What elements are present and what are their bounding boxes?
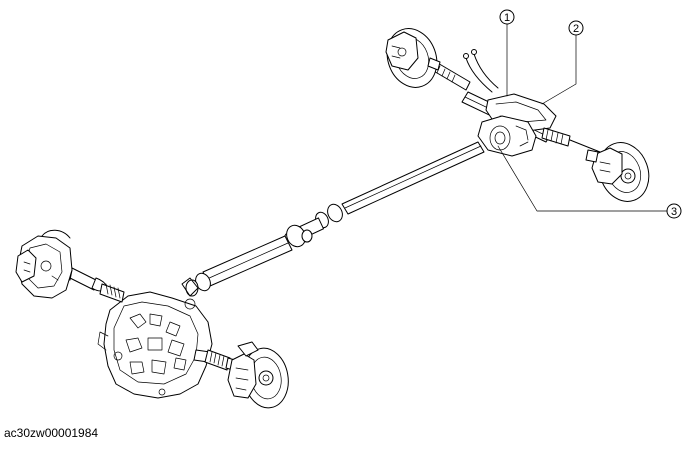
callout-1-label: 1 <box>504 12 510 24</box>
rear-right-hub-assembly <box>227 341 289 409</box>
front-universal-joint <box>181 272 211 297</box>
callout-2: 2 <box>541 20 584 105</box>
callout-1: 1 <box>499 9 515 97</box>
figure-code: ac30zw00001984 <box>4 426 99 440</box>
callout-3-label: 3 <box>671 206 677 218</box>
front-left-hub-assembly <box>385 28 441 88</box>
rear-left-hub-assembly <box>15 229 73 299</box>
differential-housing <box>97 291 213 399</box>
propeller-shaft <box>181 141 485 297</box>
front-unit <box>431 49 601 157</box>
center-bearing <box>279 203 343 249</box>
callout-2-label: 2 <box>573 23 579 35</box>
front-right-hub-assembly <box>585 142 650 202</box>
callout-3: 3 <box>497 145 682 219</box>
